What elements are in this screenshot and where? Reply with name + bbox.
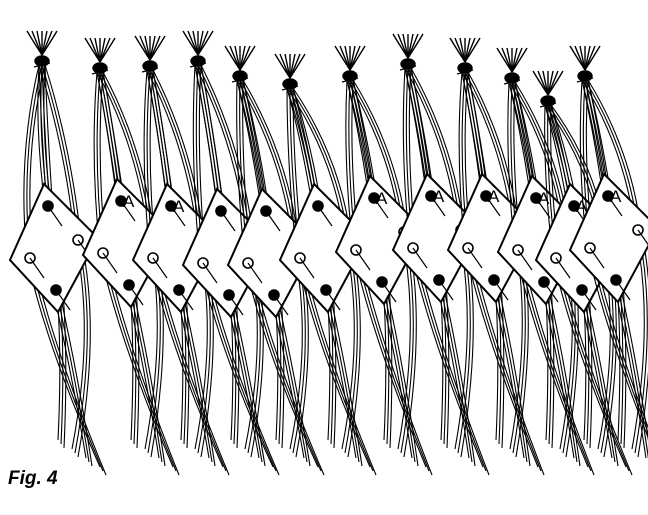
thread-knot — [450, 38, 480, 74]
card-letter-label: A — [488, 187, 500, 206]
card-letter-label: A — [610, 187, 622, 206]
card-letter-label: A — [173, 197, 185, 216]
thread-knot — [497, 48, 527, 84]
card-letter-label: A — [376, 189, 388, 208]
thread-knot — [275, 54, 305, 90]
thread-knot — [85, 38, 115, 74]
thread-knot — [183, 31, 213, 67]
thread-knot — [225, 46, 255, 82]
thread-knot — [135, 36, 165, 72]
thread-knot — [393, 34, 423, 70]
thread-knot — [533, 71, 563, 107]
thread-knot — [335, 46, 365, 82]
thread-knot — [570, 46, 600, 82]
thread-knot — [27, 31, 57, 67]
figure-caption: Fig. 4 — [8, 468, 58, 490]
card-letter-label: A — [123, 192, 135, 211]
card-letter-label: A — [433, 187, 445, 206]
